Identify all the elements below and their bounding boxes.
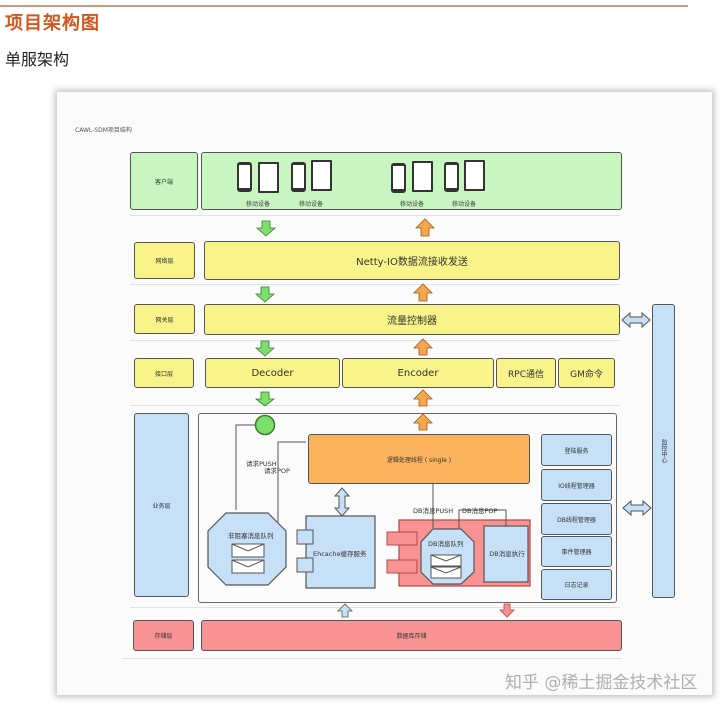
envelope-icon bbox=[430, 554, 462, 567]
request-pop-label: 请求POP bbox=[264, 467, 290, 475]
database-storage-box: 数据库存储 bbox=[201, 620, 622, 651]
tablet-icon bbox=[412, 161, 433, 192]
db-pop-line bbox=[458, 509, 507, 528]
service-io-thread-box: IO线程管理器 bbox=[541, 469, 612, 501]
section-subtitle: 单服架构 bbox=[5, 50, 70, 69]
arrow-up-icon bbox=[413, 413, 433, 431]
client-layer-label: 客户端 bbox=[130, 152, 198, 210]
db-push-label: DB消息PUSH bbox=[413, 507, 454, 515]
service-event-box: 事件管理器 bbox=[541, 536, 612, 567]
decoder-box: Decoder bbox=[205, 358, 340, 388]
rpc-box: RPC通信 bbox=[496, 358, 556, 388]
netty-io-box: Netty-IO数据流接收发送 bbox=[204, 241, 620, 280]
tablet-icon bbox=[258, 162, 279, 193]
arrow-up-icon bbox=[413, 389, 433, 407]
async-queue-label: 非阻塞消息队列 bbox=[228, 532, 274, 540]
tablet-icon bbox=[464, 160, 485, 191]
device-label: 移动设备 bbox=[246, 201, 271, 208]
arrow-up-icon bbox=[413, 283, 433, 302]
double-arrow-horizontal-icon bbox=[621, 311, 651, 329]
page-title: 项目架构图 bbox=[5, 13, 100, 34]
arrow-up-icon bbox=[413, 338, 433, 356]
device-label: 移动设备 bbox=[452, 201, 477, 208]
arrow-down-icon bbox=[254, 286, 276, 303]
request-pop-line bbox=[277, 441, 306, 522]
ehcache-label: Ehcache缓存服务 bbox=[313, 550, 367, 558]
device-label: 移动设备 bbox=[299, 201, 324, 208]
phone-icon bbox=[237, 162, 252, 192]
envelope-icon bbox=[231, 559, 265, 574]
layer-separator bbox=[130, 284, 620, 285]
storage-layer-label: 存储层 bbox=[133, 620, 194, 651]
phone-icon bbox=[391, 163, 406, 193]
monitor-center-box: 监控中心 bbox=[652, 304, 675, 598]
layer-separator bbox=[130, 607, 620, 608]
arrow-down-icon bbox=[254, 340, 276, 357]
db-executor-box bbox=[483, 525, 529, 583]
tablet-icon bbox=[311, 160, 332, 191]
header-rule bbox=[0, 5, 688, 7]
watermark: 知乎 @稀土掘金技术社区 bbox=[505, 673, 698, 693]
gm-command-box: GM命令 bbox=[558, 358, 615, 388]
arrow-down-icon bbox=[499, 603, 515, 618]
db-pop-label: DB消息POP bbox=[462, 507, 498, 515]
device-label: 移动设备 bbox=[400, 201, 425, 208]
interface-layer-label: 接口层 bbox=[134, 358, 194, 388]
layer-separator bbox=[130, 340, 620, 341]
service-db-thread-box: DB线程管理器 bbox=[541, 503, 612, 535]
request-push-label: 请求PUSH bbox=[246, 460, 277, 468]
double-arrow-vertical-icon bbox=[333, 487, 351, 517]
envelope-icon bbox=[231, 543, 265, 558]
diagram-caption: CAWL-SDM项目结构 bbox=[75, 127, 132, 134]
arrow-down-icon bbox=[255, 220, 277, 237]
service-log-box: 日志记录 bbox=[541, 569, 612, 600]
flow-control-box: 流量控制器 bbox=[204, 304, 620, 335]
network-layer-label: 网络层 bbox=[134, 242, 195, 279]
ehcache-port bbox=[296, 557, 314, 573]
layer-separator bbox=[130, 405, 620, 406]
db-module-port bbox=[386, 531, 418, 546]
arrow-up-icon bbox=[337, 603, 353, 618]
ehcache-box bbox=[305, 515, 376, 589]
encoder-box: Encoder bbox=[342, 358, 494, 388]
envelope-icon bbox=[430, 566, 462, 579]
client-layer-box bbox=[201, 152, 622, 210]
layer-separator bbox=[130, 215, 620, 216]
double-arrow-horizontal-icon bbox=[622, 499, 652, 517]
db-module-port bbox=[386, 559, 418, 574]
arrow-down-icon bbox=[254, 391, 276, 407]
arrow-up-icon bbox=[415, 218, 435, 237]
service-login-box: 登陆服务 bbox=[541, 434, 612, 466]
phone-icon bbox=[444, 162, 459, 192]
business-layer-label: 业务层 bbox=[134, 413, 189, 597]
layer-separator bbox=[122, 658, 622, 659]
ehcache-port bbox=[296, 529, 314, 545]
request-push-line bbox=[235, 424, 256, 510]
db-executor-label: DB消息执行 bbox=[489, 550, 525, 558]
phone-icon bbox=[291, 162, 306, 192]
entry-node-icon bbox=[254, 414, 276, 436]
logic-thread-box: 逻辑处理线程 ( single ) bbox=[308, 434, 530, 484]
gateway-layer-label: 网关层 bbox=[134, 304, 195, 334]
db-queue-label: DB消息队列 bbox=[428, 540, 464, 548]
